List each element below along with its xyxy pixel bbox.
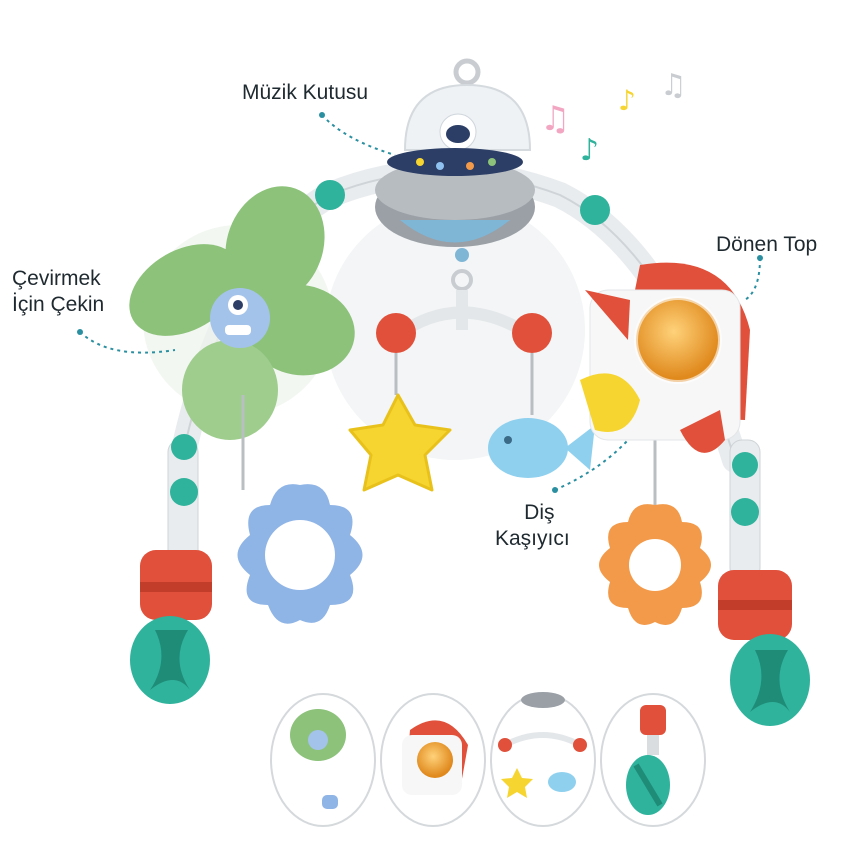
- music-note-icon: ♫ ♪ ♪ ♫: [540, 68, 687, 168]
- label-music-box: Müzik Kutusu: [242, 81, 369, 104]
- ufo-music-box: [375, 58, 535, 291]
- svg-text:♫: ♫: [660, 68, 687, 103]
- star-icon: [348, 393, 452, 492]
- svg-text:♪: ♪: [580, 133, 599, 168]
- label-pull-to-spin-line1: Çevirmek: [12, 267, 101, 290]
- label-pull-to-spin-line2: İçin Çekin: [12, 293, 105, 316]
- rocket-icon: [580, 262, 750, 510]
- hanging-bar: [376, 290, 552, 415]
- pinwheel-icon: [129, 186, 355, 490]
- label-teether-line2: Kaşıyıcı: [495, 527, 570, 550]
- label-spinning-ball: Dönen Top: [716, 233, 818, 256]
- background-halo: [325, 200, 585, 460]
- arch-joint-right: [580, 195, 610, 225]
- label-pull-to-spin: Çevirmek İçin Çekin: [12, 266, 104, 318]
- arch-joint-left: [315, 180, 345, 210]
- svg-text:♫: ♫: [540, 99, 570, 139]
- label-teether: Diş Kaşıyıcı: [495, 500, 570, 552]
- left-leg: [130, 434, 212, 704]
- fish-icon: [488, 418, 595, 478]
- thumbnail-hanging-toys: [490, 692, 596, 827]
- svg-text:♪: ♪: [618, 84, 636, 117]
- detail-thumbnails: [270, 692, 706, 827]
- thumbnail-clip: [600, 693, 706, 827]
- right-leg: [718, 439, 810, 726]
- label-teether-line1: Diş: [524, 501, 555, 524]
- flower-teether-icon: [599, 504, 711, 625]
- callout-lines: [79, 114, 761, 491]
- flower-teether-icon: [237, 484, 363, 624]
- thumbnail-pinwheel: [270, 693, 376, 827]
- callout-dots: [77, 112, 763, 493]
- thumbnail-rocket: [380, 693, 486, 827]
- astronaut-icon: [446, 125, 470, 143]
